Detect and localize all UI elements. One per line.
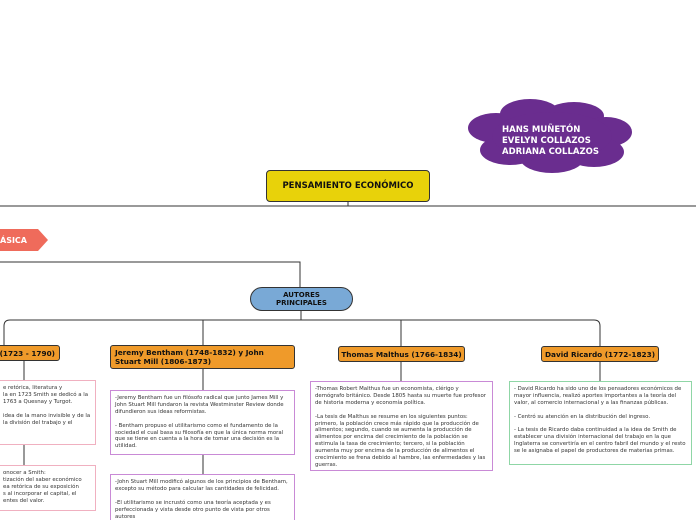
root-topic[interactable]: PENSAMIENTO ECONÓMICO	[266, 170, 430, 202]
branch-clasica-label: ÁSICA	[0, 235, 27, 245]
note-smith-2-text: onocer a Smith: tización del saber econó…	[3, 470, 82, 504]
author-label-bentham-mill: Jeremy Bentham (1748-1832) y John Stuart…	[115, 348, 264, 366]
note-bentham-text: -Jeremy Bentham fue un filósofo radical …	[115, 395, 284, 450]
note-smith-1[interactable]: e retórica, literatura y la en 1723 Smit…	[0, 380, 96, 445]
note-malthus[interactable]: -Thomas Robert Malthus fue un economista…	[310, 381, 493, 471]
author-name-1: HANS MUÑETÓN	[502, 125, 581, 135]
note-malthus-text: -Thomas Robert Malthus fue un economista…	[315, 386, 486, 468]
author-node-smith[interactable]: (1723 - 1790)	[0, 345, 60, 361]
author-name-3: ADRIANA COLLAZOS	[502, 147, 599, 157]
note-mill-text: -John Stuart Mill modificó algunos de lo…	[115, 479, 288, 520]
author-label-malthus: Thomas Malthus (1766-1834)	[341, 349, 462, 359]
note-bentham[interactable]: -Jeremy Bentham fue un filósofo radical …	[110, 390, 295, 455]
autores-principales-node[interactable]: AUTORES PRINCIPALES	[250, 287, 353, 311]
authors-names: HANS MUÑETÓN EVELYN COLLAZOS ADRIANA COL…	[502, 125, 632, 158]
authors-cloud	[466, 98, 634, 174]
branch-clasica[interactable]: ÁSICA	[0, 229, 48, 251]
author-node-bentham-mill[interactable]: Jeremy Bentham (1748-1832) y John Stuart…	[110, 345, 295, 369]
note-ricardo-text: - David Ricardo ha sido uno de los pensa…	[514, 386, 686, 455]
author-name-2: EVELYN COLLAZOS	[502, 136, 591, 146]
author-node-malthus[interactable]: Thomas Malthus (1766-1834)	[338, 346, 465, 362]
note-smith-1-text: e retórica, literatura y la en 1723 Smit…	[3, 385, 91, 426]
note-mill[interactable]: -John Stuart Mill modificó algunos de lo…	[110, 474, 295, 520]
note-ricardo[interactable]: - David Ricardo ha sido uno de los pensa…	[509, 381, 692, 465]
author-label-ricardo: David Ricardo (1772-1823)	[544, 349, 656, 359]
note-smith-2[interactable]: onocer a Smith: tización del saber econó…	[0, 465, 96, 511]
principales-label-line1: AUTORES	[283, 290, 320, 299]
root-topic-label: PENSAMIENTO ECONÓMICO	[282, 181, 414, 191]
author-label-smith: (1723 - 1790)	[0, 348, 55, 358]
author-node-ricardo[interactable]: David Ricardo (1772-1823)	[541, 346, 659, 362]
principales-label-line2: PRINCIPALES	[276, 299, 327, 307]
